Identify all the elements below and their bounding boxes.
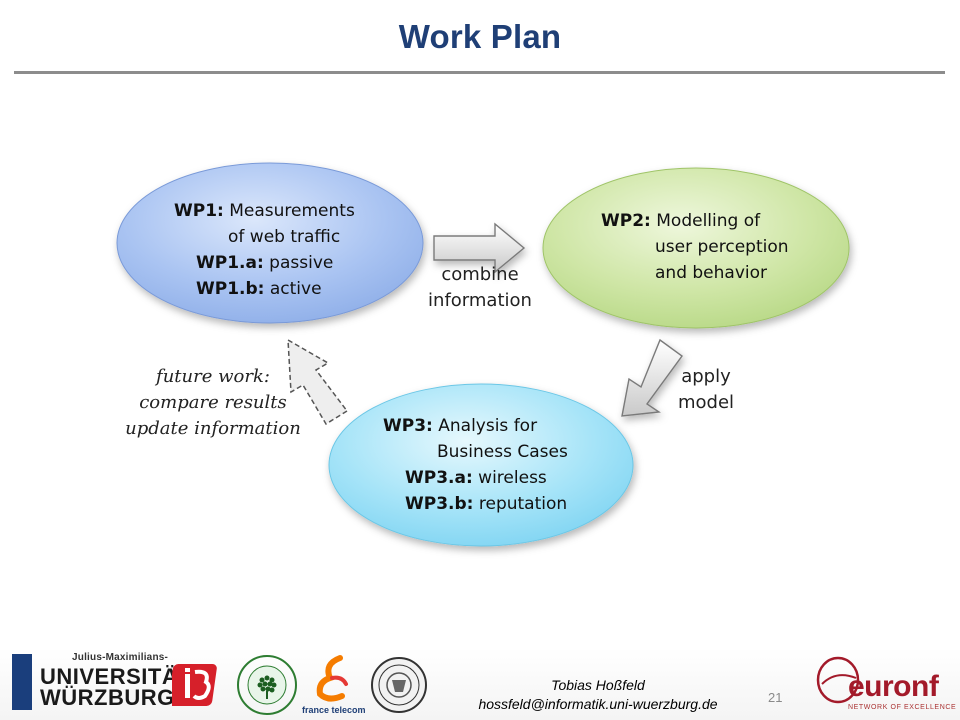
author-email: hossfeld@informatik.uni-wuerzburg.de (478, 696, 718, 712)
euronf-logo-icon (816, 656, 860, 704)
university-logo-icon (12, 654, 32, 710)
i3-logo-icon (172, 664, 217, 706)
seal-logo-icon (371, 657, 427, 713)
combine-label: combine information (428, 264, 532, 311)
wp3-line-3: WP3.a: wireless (405, 468, 547, 488)
author-name: Tobias Hoßfeld (551, 677, 645, 693)
future-work-label: future work: compare results update info… (125, 366, 301, 439)
france-telecom-label: france telecom (302, 705, 366, 715)
wp3-line-2: Business Cases (437, 442, 568, 462)
future-work-arrow-icon (287, 338, 349, 426)
wp1-line-1: WP1: Measurements (174, 201, 355, 221)
university-name: UNIVERSITÄT WÜRZBURG (40, 664, 193, 710)
combine-arrow-icon (433, 222, 526, 274)
wp1-line-3: WP1.a: passive (196, 253, 334, 273)
euronf-subtitle: NETWORK OF EXCELLENCE (848, 704, 957, 711)
euronf-wordmark: euronf (848, 670, 939, 703)
slide-footer (0, 648, 960, 720)
wp2-text: WP2: Modelling of user perception and be… (601, 208, 789, 286)
france-telecom-logo-icon (316, 655, 348, 702)
page-number: 21 (768, 690, 783, 705)
wp3-line-1: WP3: Analysis for (383, 416, 538, 436)
apply-arrow-icon (621, 338, 683, 417)
wp3-ellipse (328, 383, 634, 547)
wp2-line-3: and behavior (655, 263, 768, 283)
apply-label: apply model (677, 366, 735, 413)
wp1-line-2: of web traffic (228, 227, 341, 247)
university-tag: Julius-Maximilians- (72, 652, 169, 663)
bth-logo-icon (237, 655, 297, 715)
slide-title: Work Plan (398, 18, 562, 55)
wp1-text: WP1: Measurements of web traffic WP1.a: … (174, 198, 355, 302)
title-divider (14, 71, 945, 74)
wp2-ellipse (542, 167, 850, 329)
author-info: Tobias Hoßfeld hossfeld@informatik.uni-w… (448, 676, 748, 714)
wp3-text: WP3: Analysis for Business Cases WP3.a: … (383, 413, 568, 517)
wp2-line-1: WP2: Modelling of (601, 211, 761, 231)
wp2-line-2: user perception (655, 237, 789, 257)
wp3-line-4: WP3.b: reputation (405, 494, 568, 514)
wp1-ellipse (116, 162, 424, 324)
wp1-line-4: WP1.b: active (196, 279, 322, 299)
work-plan-diagram (116, 162, 850, 547)
